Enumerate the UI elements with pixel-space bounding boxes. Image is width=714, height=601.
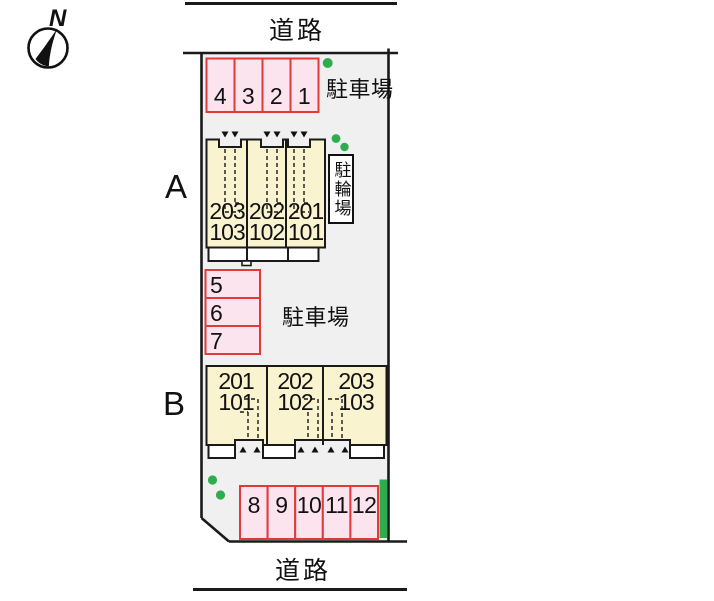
building-b-entrance-markers <box>239 446 349 453</box>
room-number-upper: 202 <box>248 198 285 224</box>
building-b-balcony <box>262 444 296 459</box>
room-number-upper: 202 <box>277 368 313 394</box>
building-a-entry-paths <box>224 149 310 213</box>
room-number-lower: 103 <box>338 389 374 415</box>
parking-stall-number: 8 <box>247 492 261 518</box>
building-a-step <box>241 260 252 267</box>
building-b-balconies <box>207 444 385 459</box>
road-label-bottom: 道路 <box>274 557 331 585</box>
building-b-balcony <box>207 444 236 459</box>
building-a-unit-rooms: 201 101 <box>286 198 325 245</box>
room-number-upper: 201 <box>287 198 324 224</box>
site-boundary-corner-cut <box>200 517 230 543</box>
entrance-triangle <box>231 131 239 138</box>
building-b-balcony <box>349 444 385 459</box>
entry-path <box>293 149 310 213</box>
compass-circle <box>27 27 69 69</box>
entrance-triangle <box>327 446 335 453</box>
road-label-top: 道路 <box>268 17 325 45</box>
parking-stall-number: 7 <box>210 328 223 354</box>
parking-area-top-label: 駐車場 <box>326 77 394 102</box>
bicycle-parking-label: 駐輪場 <box>328 154 354 224</box>
building-b-unit-dividers <box>266 366 324 445</box>
parking-stall <box>239 485 269 540</box>
parking-stall-number: 4 <box>213 83 227 109</box>
parking-stall <box>204 269 261 299</box>
parking-stalls-mid <box>204 269 261 355</box>
compass-icon: N <box>27 5 69 69</box>
parking-stall <box>205 57 236 113</box>
parking-stall-number: 11 <box>325 492 349 518</box>
entry-path <box>266 149 283 213</box>
parking-stalls-top <box>205 57 320 113</box>
room-number-lower: 103 <box>209 219 245 245</box>
entry-path <box>328 398 343 439</box>
parking-stall <box>289 57 320 113</box>
shrub-dot <box>215 490 226 500</box>
room-number-upper: 201 <box>218 368 254 394</box>
building-b-unit-rooms: 203 103 <box>329 368 383 415</box>
shrub-dot <box>331 134 341 143</box>
parking-stall-number: 12 <box>351 492 377 518</box>
building-b-entry-paths <box>240 398 343 439</box>
parking-stalls-bottom <box>239 485 379 540</box>
building-b-shape <box>205 365 388 459</box>
compass-north-letter: N <box>49 5 67 32</box>
hedge-strip <box>379 479 387 538</box>
compass-needle <box>35 29 57 67</box>
parking-stall <box>266 485 297 540</box>
parking-stall <box>233 57 264 113</box>
entrance-triangle <box>297 446 305 453</box>
building-a-unit-dividers <box>246 139 287 248</box>
room-number-lower: 101 <box>218 389 254 415</box>
building-a-entrance-markers <box>221 131 308 138</box>
parking-stall-number: 3 <box>241 83 255 109</box>
room-number-lower: 102 <box>248 219 285 245</box>
building-a-balcony <box>207 246 320 262</box>
building-b-unit-rooms: 202 102 <box>267 368 323 415</box>
parking-stall <box>349 485 379 540</box>
parking-stall-number: 5 <box>210 272 223 298</box>
building-a-shape <box>205 131 326 267</box>
shrub-dot <box>207 475 218 485</box>
building-a-label: A <box>164 168 187 205</box>
building-a-unit-rooms: 202 102 <box>247 198 286 245</box>
building-b-label: B <box>162 385 185 422</box>
entrance-triangle <box>239 446 247 453</box>
parking-stall-number: 9 <box>275 492 288 518</box>
entry-path <box>304 398 319 439</box>
parking-stall-number: 2 <box>269 83 283 109</box>
entrance-triangle <box>300 131 308 138</box>
building-a-balcony-dividers <box>246 247 289 261</box>
parking-stall-number: 1 <box>297 83 311 109</box>
parking-stall <box>321 485 352 540</box>
entry-path <box>224 149 241 213</box>
shrub-dot <box>322 58 333 68</box>
greenery <box>207 58 387 538</box>
entrance-triangle <box>253 446 261 453</box>
parking-stall <box>294 485 324 540</box>
building-a-body <box>205 138 326 249</box>
entrance-triangle <box>263 131 271 138</box>
entrance-triangle <box>311 446 319 453</box>
room-number-upper: 203 <box>338 368 374 394</box>
shrub-dot <box>340 142 349 152</box>
entrance-triangle <box>273 131 281 138</box>
entrance-triangle <box>221 131 229 138</box>
entrance-triangle <box>290 131 298 138</box>
building-a-unit-rooms: 203 103 <box>207 198 247 245</box>
room-number-lower: 102 <box>277 389 313 415</box>
parking-stall-number: 6 <box>210 300 223 326</box>
parking-stall <box>204 297 261 327</box>
room-number-lower: 101 <box>287 219 324 245</box>
parking-stall <box>204 325 261 355</box>
site-boundary <box>183 48 407 543</box>
parking-stall-number: 10 <box>296 492 322 518</box>
parking-area-mid-label: 駐車場 <box>282 305 350 330</box>
entrance-triangle <box>341 446 349 453</box>
room-number-upper: 203 <box>209 198 245 224</box>
building-b-unit-rooms: 201 101 <box>208 368 264 415</box>
